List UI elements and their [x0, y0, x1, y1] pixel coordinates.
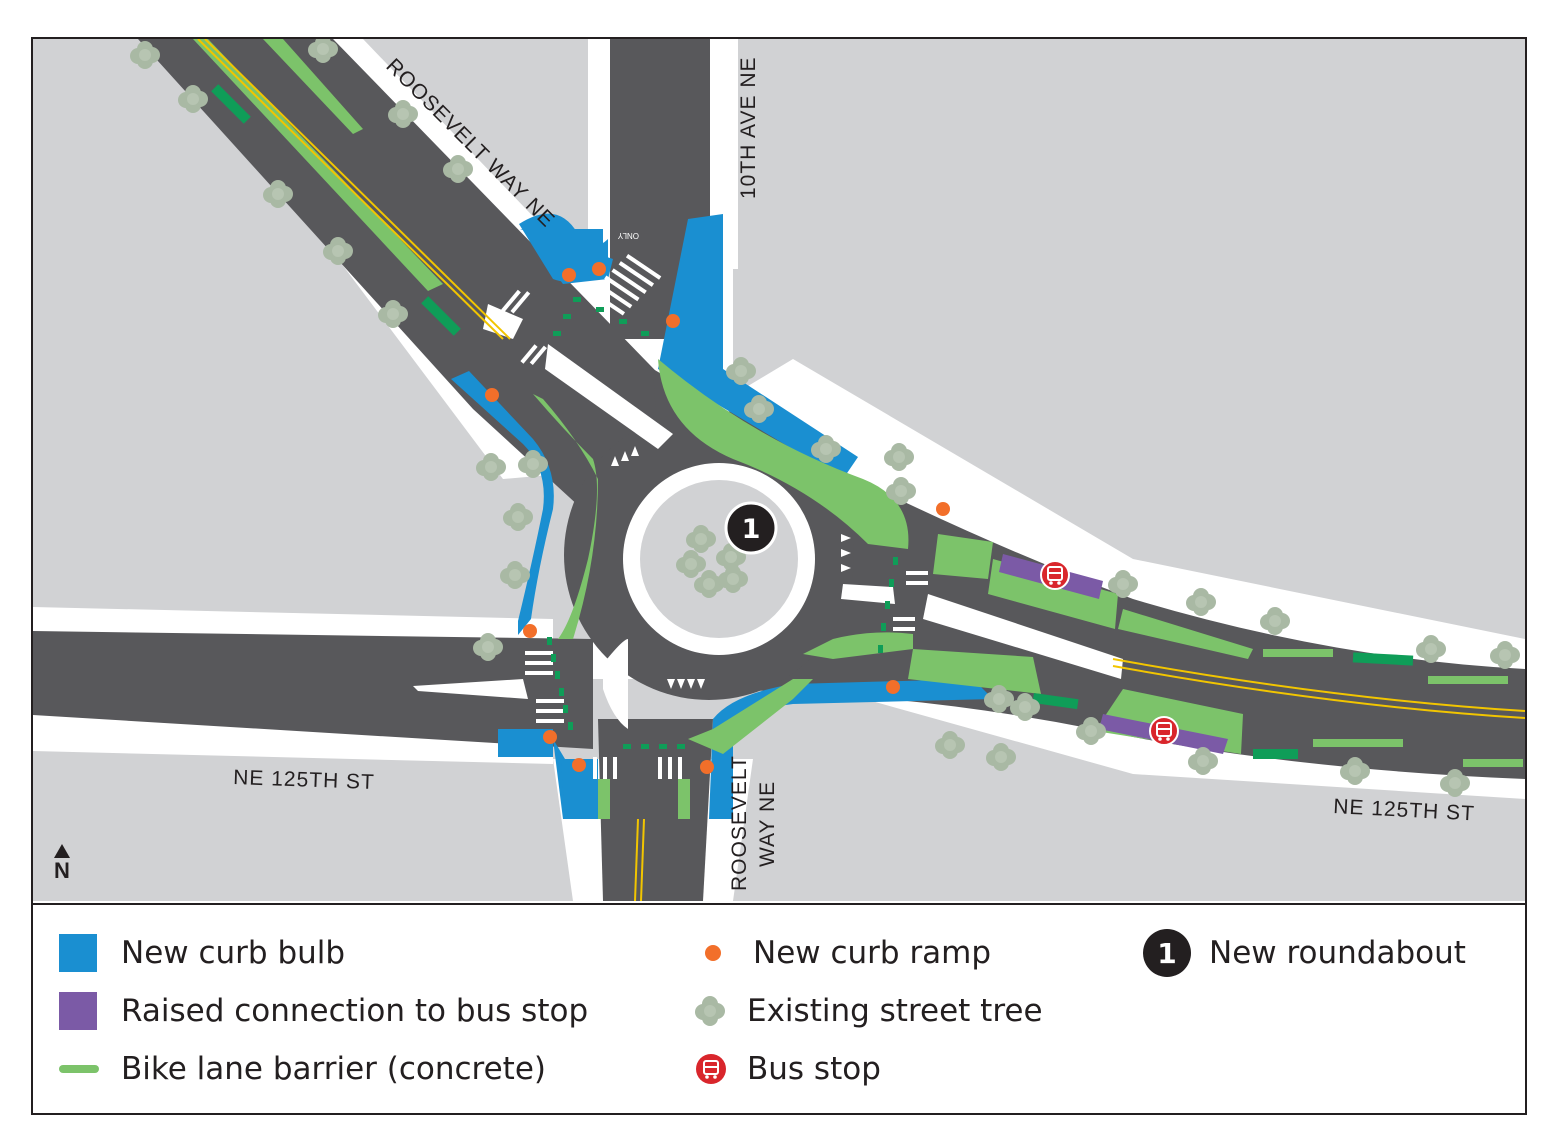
bike-crossings [211, 84, 1414, 759]
roundabout-number-badge: 1 [1143, 929, 1191, 977]
label-roosevelt-s-1: ROOSEVELT [728, 755, 751, 891]
yield-markings [611, 446, 851, 689]
legend-curb-ramp: New curb ramp [693, 933, 991, 973]
site-plan-map: ONLY ROOSEVELT WAY NE 10TH AVE NE NE 125… [33, 39, 1525, 901]
only-marking: ONLY [617, 231, 639, 240]
north-arrow-label: N [54, 858, 70, 883]
legend-curb-bulb: New curb bulb [59, 933, 345, 973]
roundabout-badge: 1 [724, 501, 778, 555]
curb-ramp-swatch [705, 945, 721, 961]
bike-barrier-swatch [59, 1065, 99, 1073]
bus-stop-icon [696, 1054, 726, 1084]
street-tree-icon [695, 996, 725, 1026]
label-10th-ave: 10TH AVE NE [737, 57, 760, 200]
legend-curb-bulb-label: New curb bulb [121, 935, 346, 971]
legend-curb-ramp-label: New curb ramp [753, 935, 992, 971]
label-roosevelt-s-2: WAY NE [756, 781, 779, 867]
raised-connection-swatch [59, 992, 97, 1030]
legend-bike-barrier: Bike lane barrier (concrete) [59, 1049, 546, 1089]
legend-raised-connection: Raised connection to bus stop [59, 991, 588, 1031]
legend-bus-stop-label: Bus stop [747, 1051, 881, 1087]
splitter-islands [413, 304, 1123, 729]
legend-raised-connection-label: Raised connection to bus stop [121, 993, 589, 1029]
north-arrow: N [51, 844, 73, 882]
center-lines [197, 39, 1525, 901]
legend-street-tree-label: Existing street tree [747, 993, 1043, 1029]
crosswalks [501, 254, 928, 779]
legend: New curb bulb Raised connection to bus s… [33, 903, 1525, 1117]
north-arrow-icon [54, 844, 70, 858]
legend-roundabout: 1 New roundabout [1143, 929, 1466, 977]
label-ne125-west: NE 125TH ST [233, 766, 375, 794]
legend-bike-barrier-label: Bike lane barrier (concrete) [121, 1051, 546, 1087]
legend-roundabout-label: New roundabout [1209, 935, 1466, 971]
map-frame: ONLY ROOSEVELT WAY NE 10TH AVE NE NE 125… [31, 37, 1527, 1115]
legend-bus-stop: Bus stop [693, 1049, 881, 1089]
curb-ramps [485, 262, 950, 774]
roundabout-number: 1 [742, 514, 761, 545]
curb-bulb-swatch [59, 934, 97, 972]
legend-street-tree: Existing street tree [693, 991, 1043, 1031]
road-network [33, 39, 1525, 901]
